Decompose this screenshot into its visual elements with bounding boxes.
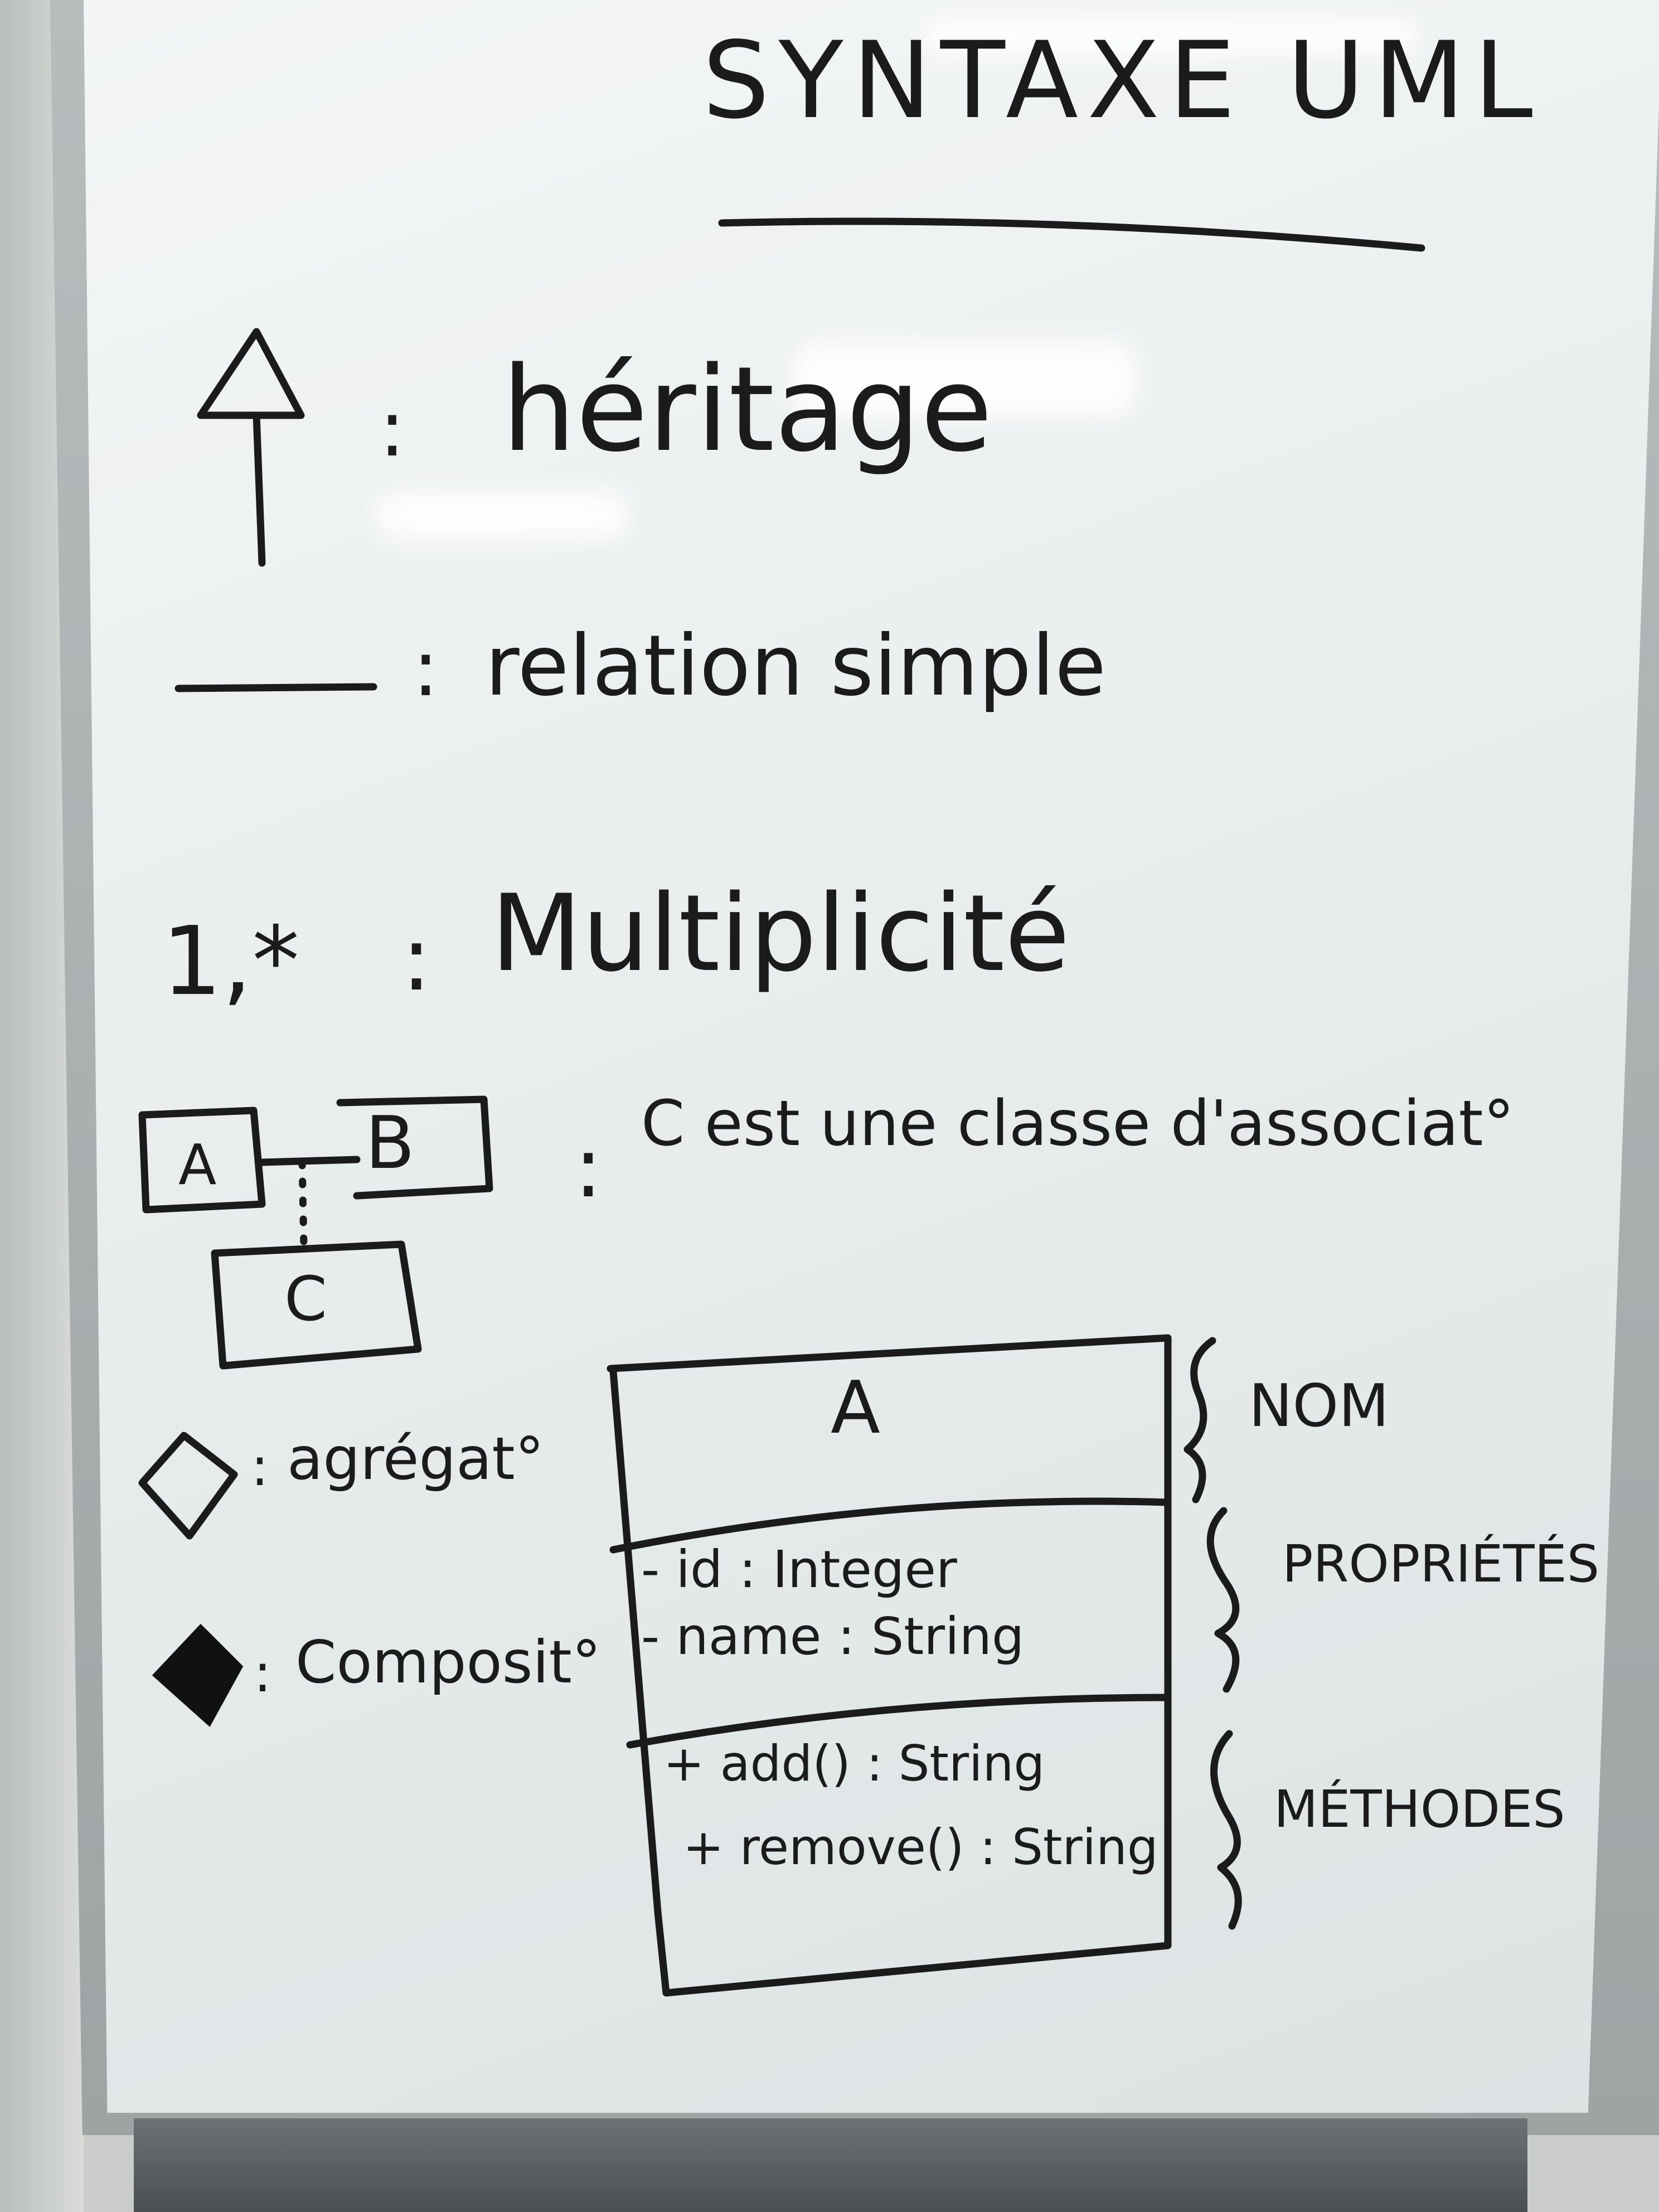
assoc-box-a-label: A [178,1132,217,1197]
class-method-remove: + remove() : String [683,1818,1158,1876]
multiplicity-separator: : [401,906,431,1011]
class-box [607,1334,1172,1997]
inheritance-separator: : [379,384,406,474]
board-title: SYNTAXE UML [702,19,1542,142]
assoc-box-b-label: B [365,1100,415,1185]
light-reflection [920,17,1422,56]
light-reflection [792,340,1137,418]
annotation-properties: PROPRIÉTÉS [1282,1534,1600,1594]
multiplicity-symbol: 1,* [162,906,300,1017]
annotation-name: NOM [1249,1372,1389,1440]
simple-relation-separator: : [413,623,439,714]
light-reflection [373,491,630,541]
whiteboard-surface [84,0,1659,2113]
composition-diamond-icon [152,1623,244,1727]
brace-methods [1210,1730,1242,1930]
inheritance-arrow-icon [197,328,305,567]
assoc-box-c-label: C [284,1263,327,1335]
simple-relation-line [174,683,377,692]
composition-label: Composit° [295,1628,601,1696]
simple-relation-label: relation simple [485,618,1107,715]
class-property-name: - name : String [641,1607,1025,1666]
composition-separator: : [254,1643,272,1704]
marker-tray [134,2118,1527,2212]
class-property-id: - id : Integer [641,1540,957,1599]
aggregation-separator: : [251,1437,269,1498]
title-underline [718,217,1425,252]
association-class-label: C est une classe d'associat° [641,1088,1515,1160]
association-class-separator: : [574,1119,603,1216]
brace-properties [1206,1507,1240,1693]
multiplicity-label: Multiplicité [491,872,1070,995]
aggregation-label: agrégat° [287,1425,545,1493]
brace-name [1183,1337,1216,1503]
association-class-diagram [138,1095,493,1370]
class-method-add: + add() : String [663,1735,1045,1792]
aggregation-diamond-icon [138,1432,238,1540]
inheritance-label: héritage [502,341,993,478]
class-name: A [831,1365,880,1450]
annotation-methods: MÉTHODES [1274,1779,1565,1839]
